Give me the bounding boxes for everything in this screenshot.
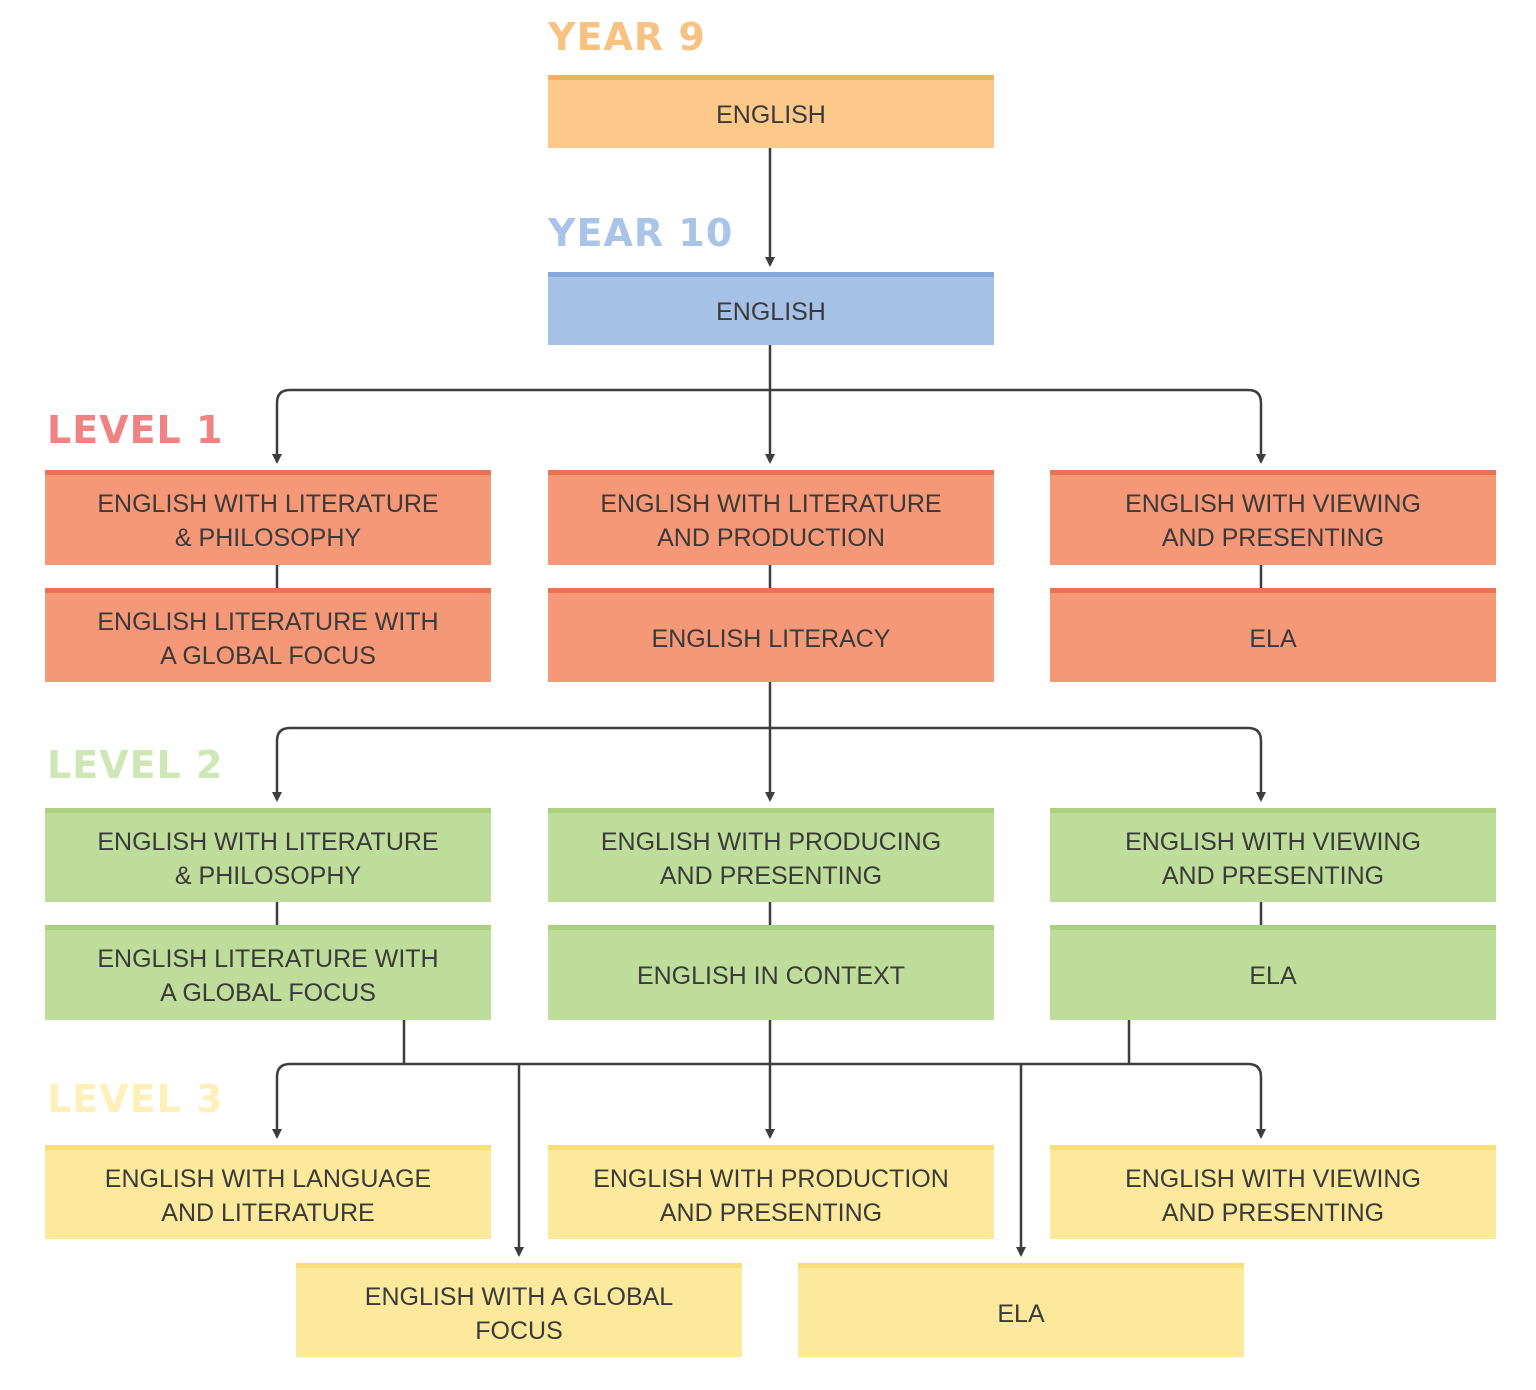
arrow-to-level3-right (1247, 1062, 1266, 1139)
arrow-to-level1-right (1247, 388, 1266, 464)
arrow-to-level3-left (272, 1062, 291, 1139)
arrow-to-level2-right (1247, 726, 1266, 802)
stage-label-level3: LEVEL 3 (47, 1077, 224, 1121)
course-box-level3-production-presenting: ENGLISH WITH PRODUCTION AND PRESENTING (548, 1145, 994, 1239)
course-box-level2-literature-philosophy: ENGLISH WITH LITERATURE & PHILOSOPHY (45, 808, 491, 902)
arrow-to-level2-left (272, 726, 291, 802)
stage-label-level2: LEVEL 2 (47, 743, 224, 787)
stage-label-level1: LEVEL 1 (47, 408, 224, 452)
course-box-level3-language-literature: ENGLISH WITH LANGUAGE AND LITERATURE (45, 1145, 491, 1239)
course-box-year9-english: ENGLISH (548, 75, 994, 148)
course-box-level3-ela: ELA (798, 1263, 1244, 1357)
course-box-level1-english-literacy: ENGLISH LITERACY (548, 588, 994, 682)
course-box-level1-literature-philosophy: ENGLISH WITH LITERATURE & PHILOSOPHY (45, 470, 491, 565)
course-box-level3-viewing-presenting: ENGLISH WITH VIEWING AND PRESENTING (1050, 1145, 1496, 1239)
course-box-level2-viewing-presenting: ENGLISH WITH VIEWING AND PRESENTING (1050, 808, 1496, 902)
arrow-to-level1-left (272, 388, 291, 464)
stage-label-year9: YEAR 9 (548, 15, 706, 59)
course-box-level1-viewing-presenting: ENGLISH WITH VIEWING AND PRESENTING (1050, 470, 1496, 565)
course-box-level3-global-focus: ENGLISH WITH A GLOBAL FOCUS (296, 1263, 742, 1357)
stage-label-year10: YEAR 10 (548, 211, 734, 255)
course-box-level1-literature-global-focus: ENGLISH LITERATURE WITH A GLOBAL FOCUS (45, 588, 491, 682)
course-box-level1-literature-production: ENGLISH WITH LITERATURE AND PRODUCTION (548, 470, 994, 565)
course-box-level2-producing-presenting: ENGLISH WITH PRODUCING AND PRESENTING (548, 808, 994, 902)
course-box-level2-literature-global-focus: ENGLISH LITERATURE WITH A GLOBAL FOCUS (45, 925, 491, 1020)
course-box-level1-ela: ELA (1050, 588, 1496, 682)
course-box-year10-english: ENGLISH (548, 272, 994, 345)
course-box-level2-ela: ELA (1050, 925, 1496, 1020)
course-box-level2-english-in-context: ENGLISH IN CONTEXT (548, 925, 994, 1020)
